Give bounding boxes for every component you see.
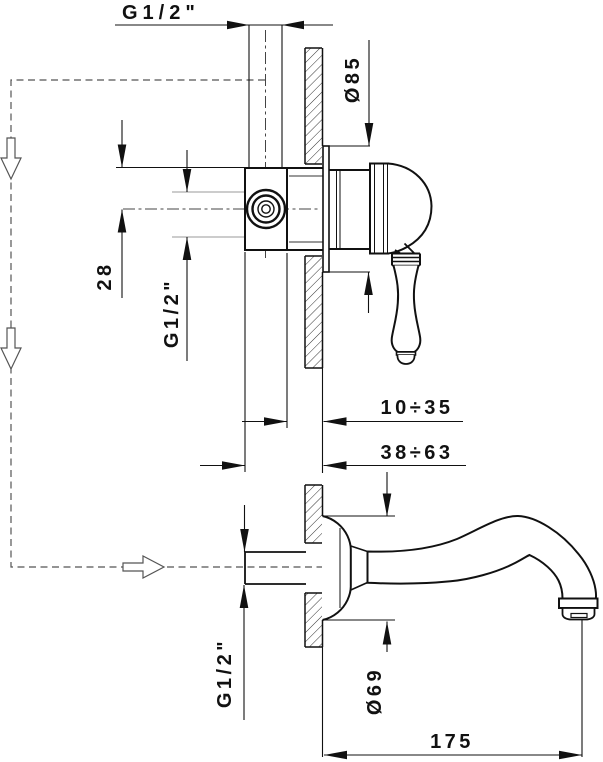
dim-label-installation-depth-range: 38÷63 — [381, 442, 454, 464]
wall-flange — [322, 145, 330, 273]
side-port-phantom-pipe — [172, 191, 245, 238]
wall-hatch — [305, 48, 322, 164]
wall-hatch — [305, 593, 322, 647]
spout-escutcheon-bell — [322, 515, 352, 621]
flow-arrow-down-1-icon — [0, 137, 22, 181]
dimension-arrowheads — [117, 20, 582, 760]
valve-assembly — [116, 25, 433, 365]
top-port-pipe — [248, 25, 283, 168]
dim-label-side-thread: G1/2" — [161, 278, 183, 348]
inlet-pipe — [244, 551, 306, 585]
dim-label-plaster-depth-range: 10÷35 — [381, 397, 454, 419]
dim-label-flange-diameter: Ø85 — [342, 55, 364, 103]
flow-arrow-right-icon — [122, 555, 166, 579]
lever-handle — [390, 252, 422, 365]
flow-path — [0, 79, 322, 579]
trim-collar-grooves — [374, 163, 384, 254]
side-port — [245, 188, 287, 230]
bell-collar — [350, 545, 369, 591]
dim-line-spout-reach — [321, 619, 583, 757]
wall-hatch — [305, 485, 322, 543]
flow-path-dashed-line — [10, 79, 322, 568]
wall-hatch — [305, 256, 322, 368]
flow-arrow-down-2-icon — [0, 327, 22, 371]
spout-assembly — [244, 514, 599, 621]
dimensions: G1/2" Ø85 28 G1/2" 10÷35 38÷63 G1/2" Ø69… — [94, 2, 583, 760]
dim-label-spout-reach: 175 — [430, 731, 474, 753]
spout-tube — [366, 514, 598, 600]
dome-cap — [387, 162, 433, 255]
trim-collar — [369, 162, 389, 255]
dim-label-escutcheon-diameter: Ø69 — [364, 667, 386, 715]
dim-label-inlet-thread: G1/2" — [214, 638, 236, 708]
trim-sleeve — [329, 169, 370, 250]
wall-section-top — [304, 47, 324, 369]
aerator-notch — [570, 612, 588, 619]
extension-lines-top-figure — [244, 252, 324, 473]
dim-label-center-offset: 28 — [94, 261, 116, 290]
dim-label-top-thread: G1/2" — [122, 2, 200, 24]
aerator-ring — [558, 597, 599, 609]
wall-section-bottom — [304, 484, 324, 648]
valve-neck — [287, 167, 329, 251]
